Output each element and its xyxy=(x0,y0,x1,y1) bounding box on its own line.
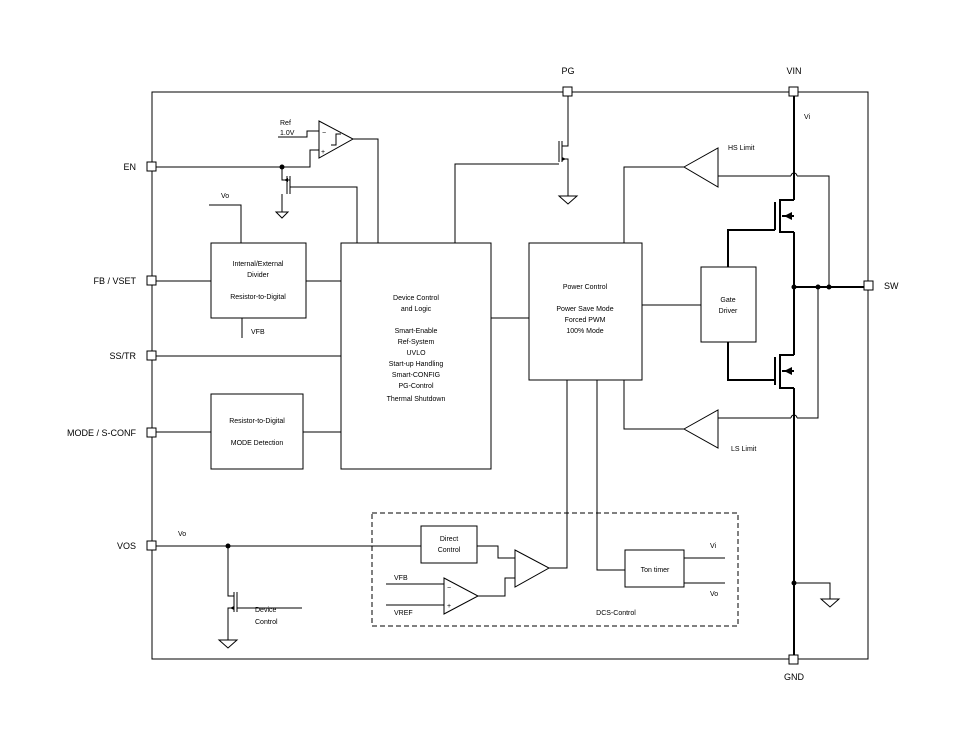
pin-pg-label: PG xyxy=(561,66,574,76)
ton-timer-wire xyxy=(596,380,625,571)
vo-vos-label: Vo xyxy=(178,531,186,538)
mode-detection-block: Resistor-to-Digital MODE Detection xyxy=(210,393,304,470)
vo-divider-wire xyxy=(209,204,242,243)
dcs-comp-minus: − xyxy=(447,585,451,592)
dcs-comp-plus: + xyxy=(447,603,451,610)
chip-outline xyxy=(151,91,869,660)
pin-sw: SW xyxy=(863,280,899,291)
pin-sw-label: SW xyxy=(884,281,899,291)
pin-vos-label: VOS xyxy=(117,541,136,551)
hs-limit-label: HS Limit xyxy=(728,145,755,152)
dcs-error-amplifier: − + VFB VREF xyxy=(386,575,480,617)
vos-device-control-line2: Control xyxy=(255,619,278,626)
ref-label: Ref xyxy=(280,120,291,127)
en-pulldown-transistor xyxy=(274,167,358,243)
hysteresis-icon xyxy=(331,133,341,146)
mode-detect-line1: Resistor-to-Digital xyxy=(229,418,285,425)
pin-mode-sconf-label: MODE / S-CONF xyxy=(67,428,137,438)
device-control-line2: and Logic xyxy=(401,306,432,313)
power-control-line1: Power Control xyxy=(563,284,608,291)
en-comp-minus: − xyxy=(322,130,326,137)
ls-limit-comparator: LS Limit xyxy=(623,287,819,453)
vos-device-control-line1: Device xyxy=(255,607,277,614)
power-control-line4: 100% Mode xyxy=(566,328,603,335)
ground-icon xyxy=(819,598,841,608)
hs-mosfet xyxy=(727,199,794,267)
ground-icon xyxy=(557,195,579,205)
vo-top-label: Vo xyxy=(221,193,229,200)
ls-mosfet xyxy=(727,342,794,389)
ton-timer-label: Ton timer xyxy=(641,567,670,574)
dcs-control-region: DCS-Control xyxy=(371,512,739,627)
direct-control-block: Direct Control xyxy=(420,525,478,564)
device-control-line1: Device Control xyxy=(393,295,439,302)
ground-icon xyxy=(217,639,239,649)
divider-line2: Divider xyxy=(247,272,269,279)
power-control-block: Power Control Power Save Mode Forced PWM… xyxy=(528,242,643,381)
ref-wire xyxy=(278,130,319,138)
pin-ss-tr: SS/TR xyxy=(109,350,157,361)
pin-fb-vset-label: FB / VSET xyxy=(93,276,136,286)
pin-en-label: EN xyxy=(123,162,136,172)
vi-top-label: Vi xyxy=(804,114,811,121)
power-control-line3: Forced PWM xyxy=(565,317,606,324)
direct-control-line1: Direct xyxy=(440,536,458,543)
en-comp-output-wire xyxy=(353,138,379,243)
device-control-line4: Ref-System xyxy=(398,339,435,346)
pin-vos: VOS xyxy=(117,540,157,551)
pin-vin-label: VIN xyxy=(786,66,801,76)
gate-driver-block: Gate Driver xyxy=(700,266,757,343)
device-control-line5: UVLO xyxy=(406,350,426,357)
device-control-block: Device Control and Logic Smart-Enable Re… xyxy=(340,242,492,470)
ton-timer-block: Ton timer xyxy=(624,549,685,588)
divider-block: Internal/External Divider Resistor-to-Di… xyxy=(210,242,307,319)
ton-vi-label: Vi xyxy=(710,543,717,550)
ref-value-label: 1.0V xyxy=(280,130,295,137)
dcs-comparator xyxy=(477,380,568,597)
pin-mode-sconf: MODE / S-CONF xyxy=(67,427,157,438)
pg-transistor xyxy=(454,96,579,243)
dcs-control-label: DCS-Control xyxy=(596,610,636,617)
pin-en: EN xyxy=(123,161,157,172)
device-control-line8: PG-Control xyxy=(398,383,433,390)
dcs-vfb-label: VFB xyxy=(394,575,408,582)
device-control-line7: Smart-CONFIG xyxy=(392,372,440,379)
hs-limit-comparator: HS Limit xyxy=(623,145,830,287)
pin-ss-tr-label: SS/TR xyxy=(109,351,136,361)
device-control-line6: Start-up Handling xyxy=(389,361,444,368)
power-control-line2: Power Save Mode xyxy=(556,306,613,313)
gate-driver-line1: Gate xyxy=(720,297,735,304)
ground-icon xyxy=(274,211,290,219)
vfb-label: VFB xyxy=(251,329,265,336)
pin-gnd-label: GND xyxy=(784,672,805,682)
ls-limit-label: LS Limit xyxy=(731,446,756,453)
ton-vo-label: Vo xyxy=(710,591,718,598)
divider-line3: Resistor-to-Digital xyxy=(230,294,286,301)
mode-detect-line2: MODE Detection xyxy=(231,440,284,447)
vos-discharge-transistor xyxy=(217,546,302,649)
device-control-line9: Thermal Shutdown xyxy=(387,396,446,403)
en-comp-plus: + xyxy=(321,149,325,156)
divider-line1: Internal/External xyxy=(233,261,284,268)
dcs-vref-label: VREF xyxy=(394,610,413,617)
gate-driver-line2: Driver xyxy=(719,308,738,315)
pin-fb-vset: FB / VSET xyxy=(93,275,157,286)
direct-control-line2: Control xyxy=(438,547,461,554)
en-comparator: − + xyxy=(318,120,355,159)
device-control-line3: Smart-Enable xyxy=(395,328,438,335)
